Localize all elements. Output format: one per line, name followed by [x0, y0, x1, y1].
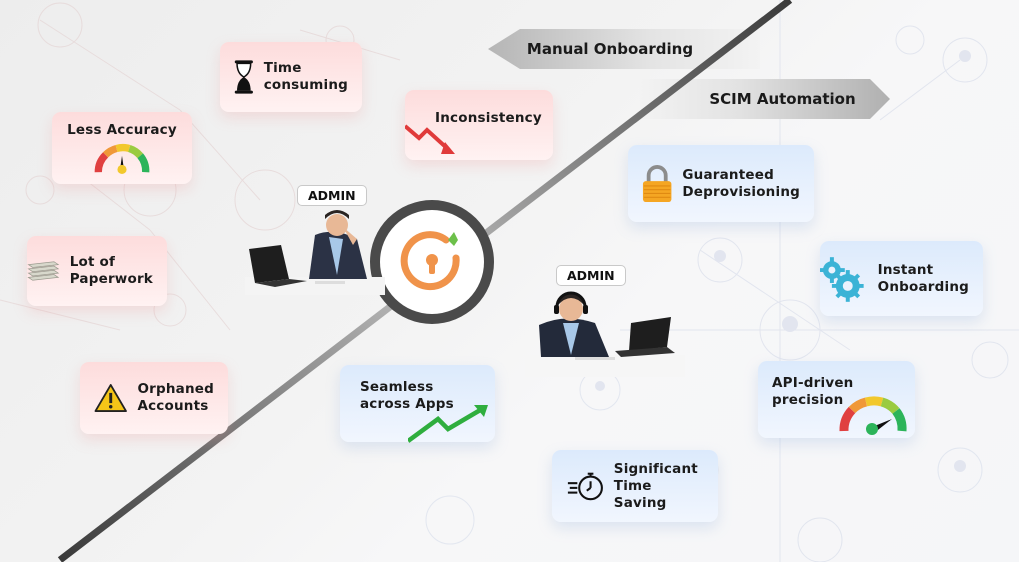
trend-up-icon: [408, 405, 488, 443]
scim-automation-banner: SCIM Automation: [690, 78, 875, 120]
paper-stack-icon: [27, 261, 60, 281]
keyhole-logo-icon: [400, 231, 460, 291]
scim-automation-label: SCIM Automation: [709, 90, 856, 108]
lock-icon: [642, 164, 672, 202]
stressed-admin-illustration: [245, 210, 385, 295]
happy-admin-illustration: [525, 291, 685, 377]
stopwatch-icon: [567, 472, 603, 501]
scim-banner-shape: [640, 79, 890, 119]
card-less-accuracy: Less Accuracy: [52, 112, 192, 184]
trend-down-icon: [405, 124, 455, 154]
admin-badge-scim: ADMIN: [556, 265, 626, 286]
gauge-high-icon: [839, 396, 907, 435]
warning-icon: [94, 384, 127, 412]
manual-banner-shape: [488, 29, 760, 69]
manual-onboarding-banner: Manual Onboarding: [505, 28, 715, 70]
logo: [400, 230, 464, 294]
gauge-low-icon: [94, 143, 150, 174]
gears-icon: [820, 256, 864, 302]
admin-badge-manual: ADMIN: [297, 185, 367, 206]
card-inconsistency: Inconsistency: [405, 90, 553, 160]
hourglass-icon: [234, 60, 253, 94]
manual-onboarding-label: Manual Onboarding: [526, 40, 694, 58]
